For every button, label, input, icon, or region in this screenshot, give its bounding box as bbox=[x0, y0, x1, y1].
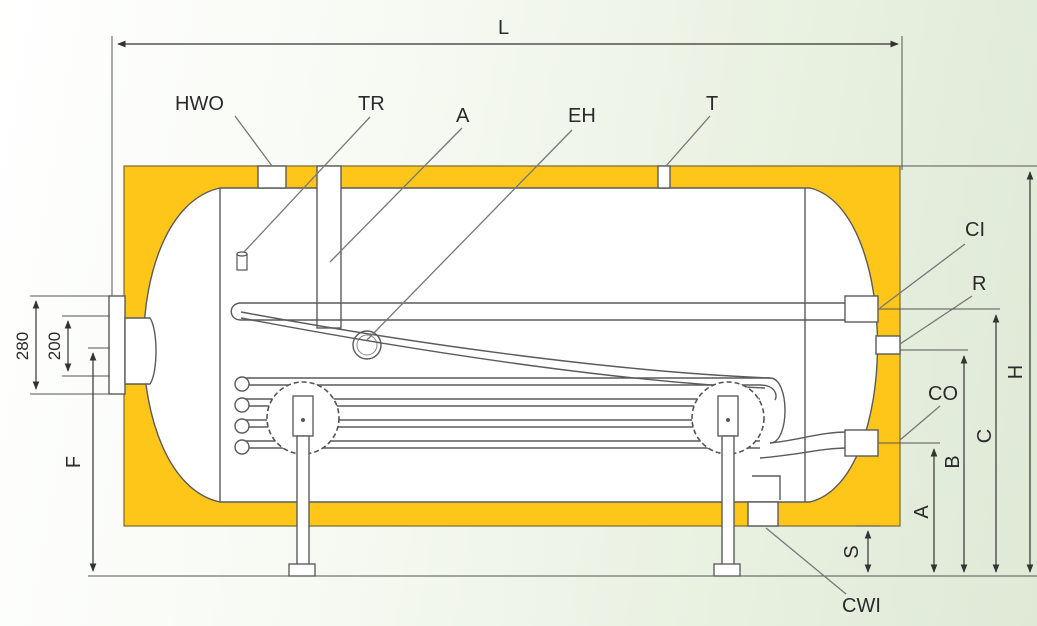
hwo-connection bbox=[257, 165, 287, 189]
co-connection bbox=[844, 429, 879, 457]
flange-plate bbox=[108, 295, 126, 395]
thermostat-socket bbox=[657, 165, 671, 189]
coil-inlet-pipe bbox=[230, 302, 848, 389]
label-ci: CI bbox=[965, 219, 985, 241]
label-c: C bbox=[974, 429, 996, 443]
cwi-connection bbox=[747, 501, 779, 527]
r-connection bbox=[875, 335, 901, 355]
label-tr: TR bbox=[358, 93, 385, 115]
coil-support-right bbox=[691, 381, 765, 455]
label-l: L bbox=[498, 17, 509, 39]
label-200: 200 bbox=[45, 332, 64, 360]
label-a-top: A bbox=[456, 105, 470, 127]
support-legs bbox=[88, 435, 1037, 577]
left-dimensions: 280 200 F bbox=[13, 295, 110, 572]
dimension-l: L bbox=[111, 17, 903, 300]
cwi-dip-pipe bbox=[752, 475, 781, 500]
thermometer-well bbox=[236, 251, 248, 271]
label-h: H bbox=[1005, 365, 1027, 379]
label-280: 280 bbox=[13, 332, 32, 360]
right-callouts: CI R CO CWI bbox=[765, 219, 986, 617]
label-t: T bbox=[706, 93, 718, 115]
label-f: F bbox=[63, 456, 85, 468]
flange-body bbox=[124, 317, 157, 385]
label-r: R bbox=[972, 273, 986, 295]
anode-rod bbox=[316, 165, 342, 329]
label-a-side: A bbox=[911, 505, 933, 519]
label-cwi: CWI bbox=[842, 595, 881, 617]
label-b: B bbox=[942, 455, 964, 468]
label-co: CO bbox=[928, 383, 958, 405]
label-eh: EH bbox=[568, 105, 596, 127]
top-callouts: HWO TR A EH T bbox=[175, 93, 718, 341]
label-s: S bbox=[841, 545, 863, 558]
inner-vessel bbox=[142, 187, 879, 503]
ci-connection bbox=[844, 295, 879, 323]
tank-body bbox=[108, 165, 901, 527]
right-dimensions: H C B A S bbox=[841, 165, 1037, 573]
coil-support-left bbox=[266, 381, 340, 455]
label-hwo: HWO bbox=[175, 93, 224, 115]
